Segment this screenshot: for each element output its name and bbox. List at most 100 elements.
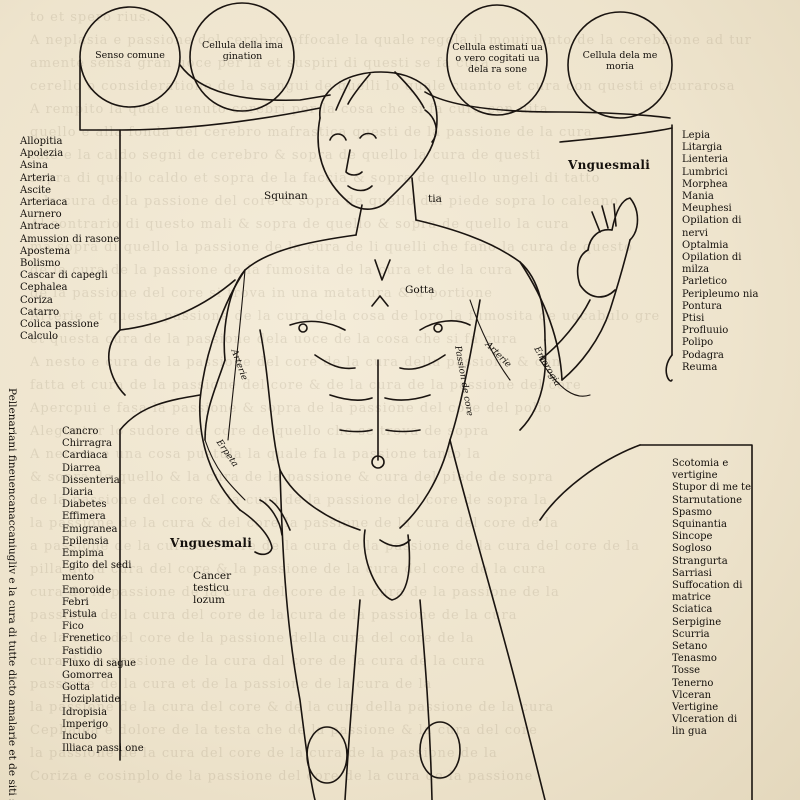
left-lower-item: Dissenteria: [62, 474, 120, 486]
left-lower-item: Hoziplatide: [62, 694, 121, 706]
right-upper-item: Litargia: [682, 142, 723, 154]
right-upper-item: Podagra: [682, 349, 724, 361]
left-lower-item: Gotta: [62, 682, 91, 694]
left-lower-item: Diaria: [62, 487, 94, 499]
circle-text-cellula-memoria: Cellula dela me moria: [582, 50, 658, 72]
right-upper-item: Parletico: [682, 276, 727, 288]
bleed-line: to et spero rius.: [30, 10, 152, 25]
bleed-line: de la passione del core si trova in una …: [30, 286, 493, 301]
left-upper-item: Coriza: [20, 294, 53, 306]
bleed-line: la passione de la cura & del core la pas…: [30, 516, 559, 531]
right-upper-item: Peripleumo nia: [682, 288, 759, 300]
left-upper-item: Cascar di capegli: [20, 270, 108, 282]
circle-text-cellula-imaginatione: Cellula della ima gination: [202, 40, 283, 62]
bleed-line: la passione de la cura del core de la cu…: [30, 746, 498, 761]
right-lower-item: Strangurta: [672, 555, 728, 567]
left-lower-item: Empima: [62, 548, 104, 560]
left-lower-item: Diabetes: [62, 499, 107, 511]
left-upper-item: Apostema: [20, 245, 71, 257]
left-lower-item: Egito del sedi mento: [62, 560, 132, 584]
bleed-line: pilla de la cura del core & la passione …: [30, 562, 547, 577]
bleed-line: & sopra de quello & la cura de la passio…: [30, 470, 554, 485]
left-lower-item: Diarrea: [62, 462, 101, 474]
right-upper-item: Morphea: [682, 178, 728, 190]
left-lower-item: Gomorrea: [62, 670, 113, 682]
left-lower-item: Febri: [62, 596, 89, 608]
right-lower-item: Vlceran: [672, 689, 712, 701]
left-upper-item: Catarro: [20, 306, 60, 318]
right-upper-item: Lienteria: [682, 154, 729, 166]
right-upper-item: Pontura: [682, 300, 722, 312]
left-upper-item: Arteria: [20, 172, 56, 184]
left-lower-item: Idropisia: [62, 706, 108, 718]
right-lower-item: Spasmo: [672, 506, 712, 518]
left-lower-item: Fastidio: [62, 645, 103, 657]
right-upper-item: Opilation di nervi: [682, 215, 742, 239]
left-lower-item: Cancro: [62, 426, 99, 437]
left-lower-item: Imperigo: [62, 718, 109, 730]
right-lower-item: Sincope: [672, 531, 713, 543]
right-upper-item: Lumbrici: [682, 166, 728, 178]
bleed-line: fatta et cura de la passione del core & …: [30, 378, 582, 393]
bleed-line: sopra di quello caldo et sopra de la fac…: [30, 171, 601, 186]
circle-text-cellula-estimatiua: Cellula estimati ua o vero cogitati ua d…: [452, 42, 543, 75]
bleed-line: Arterie et questa passione de la cura de…: [30, 309, 661, 324]
left-lower-item: Incubo: [62, 731, 97, 743]
label-ungues-mali-upper: Vnguesmali: [568, 158, 651, 172]
left-lower-item: Epilensia: [62, 535, 109, 547]
left-upper-item: Asina: [20, 160, 48, 172]
left-upper-item: Arteriaca: [20, 197, 68, 209]
bleed-line: Apercpui e fasa la passione & sopra de l…: [30, 401, 552, 416]
right-lower-item: Vlceration di lin gua: [672, 714, 738, 738]
circle-cellula-imaginatione: [189, 2, 295, 112]
right-lower-item: Stupor di me te: [672, 482, 751, 494]
circle-text-senso-comune: Senso comune: [95, 50, 165, 61]
label-ungues-mali-lower: Vnguesmali: [170, 536, 253, 550]
bleed-line: de la cura de la passione de la fumosita…: [30, 263, 513, 278]
right-lower-item: Scurria: [672, 628, 710, 640]
label-gotta: Gotta: [405, 284, 435, 296]
left-lower-item: Chirragra: [62, 438, 112, 450]
left-upper-item: Apolezia: [20, 148, 64, 160]
right-lower-item: Vertigine: [672, 702, 719, 714]
right-upper-item: Opilation di milza: [682, 252, 742, 276]
right-lower-item: Tenerno: [672, 677, 714, 689]
right-lower-item: Suffocation di matrice: [672, 580, 743, 604]
bleed-line: ma sopra di quello la passione de la cur…: [30, 240, 633, 255]
right-lower-item: Sciatica: [672, 604, 713, 616]
left-upper-item: Calculo: [20, 331, 59, 343]
bleed-line: cura de la passione de la cura del core …: [30, 585, 560, 600]
left-upper-item: Ascite: [20, 184, 52, 196]
left-lower-item: Fico: [62, 621, 84, 633]
right-upper-item: Profluuio: [682, 325, 729, 337]
left-lower-item: Emoroide: [62, 584, 112, 596]
right-upper-item: Ptisi: [682, 313, 705, 325]
right-lower-item: Starnutatione: [672, 494, 743, 506]
bleed-line: de la passione del core & la cura de la …: [30, 493, 548, 508]
right-lower-item: Setano: [672, 641, 708, 653]
left-upper-item: Cephalea: [20, 282, 68, 294]
left-lower-item: Fluxo di sague: [62, 657, 137, 669]
left-lower-item: Cardiaca: [62, 450, 108, 462]
right-upper-item: Optalmia: [682, 239, 729, 251]
left-lower-item: Fistula: [62, 609, 97, 621]
bleed-line: passione de la cura del core de la cura …: [30, 608, 518, 623]
right-lower-item: Sarriasi: [672, 567, 712, 579]
right-upper-item: Lepia: [682, 130, 711, 141]
left-upper-item: Colica passione: [20, 319, 100, 331]
label-cancer-testiculorum: Cancer testicu lozum: [193, 570, 232, 606]
bleed-line: cerello o consideratione de la sangui de…: [30, 79, 736, 94]
left-lower-item: Illiaca passi one: [62, 743, 144, 755]
bleed-line: Aleguntur lo sudore del core de quello c…: [30, 424, 490, 439]
right-lower-item: Scotomia e vertigine: [672, 458, 729, 482]
bleed-line: amente sensa gran uoce per la et suspiri…: [30, 56, 490, 71]
bleed-line: o la cura de la passione del core & sopr…: [30, 194, 619, 209]
right-upper-item: Polipo: [682, 337, 714, 349]
bleed-line: Cephalea e dolore de la testa che de la …: [30, 723, 538, 738]
